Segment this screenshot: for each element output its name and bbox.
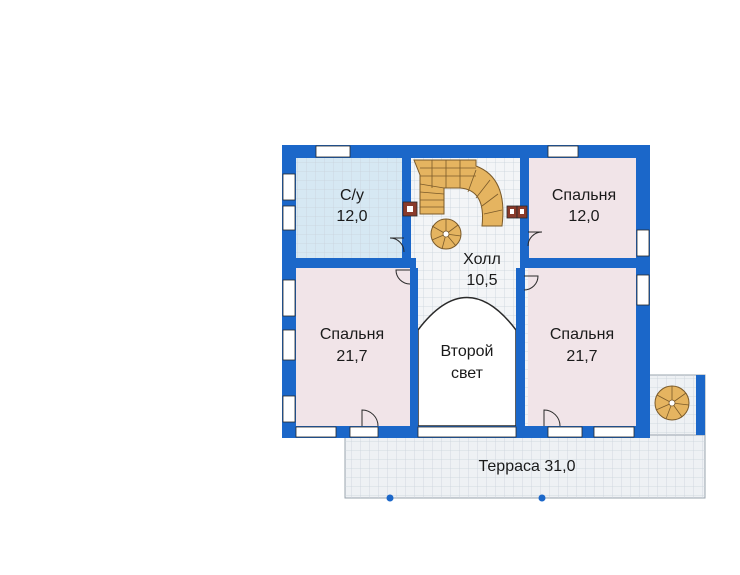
terrace-grid <box>345 433 705 498</box>
void-name: Второй <box>441 343 494 360</box>
window-west-1 <box>282 173 296 201</box>
window-west-5 <box>282 395 296 423</box>
door-bedroom-e-icon <box>523 275 539 291</box>
window-west-4 <box>282 329 296 361</box>
door-terrace-e-icon <box>543 409 561 427</box>
terrace-post-right <box>538 494 546 502</box>
door-bedroom-ne-icon <box>527 231 543 247</box>
main-staircase <box>413 159 504 250</box>
window-east-2 <box>636 274 650 306</box>
chimney-west-flue <box>407 206 413 212</box>
window-south-1 <box>295 426 337 438</box>
windows <box>282 145 650 438</box>
bedroom-e-area: 21,7 <box>566 348 597 365</box>
window-south-2 <box>349 426 379 438</box>
chimneys <box>402 201 528 219</box>
window-south-void <box>417 426 517 438</box>
window-east-1 <box>636 229 650 257</box>
hall-area: 10,5 <box>466 272 497 289</box>
stair-flight <box>413 159 504 227</box>
wall-void-west <box>410 268 418 438</box>
bath-name: С/у <box>340 187 364 204</box>
bath-area: 12,0 <box>336 208 367 225</box>
wall-terrace-side <box>696 375 705 435</box>
hall-name: Холл <box>463 251 501 268</box>
bedroom-ne-area: 12,0 <box>568 208 599 225</box>
spiral-stair-core <box>442 230 450 238</box>
bedroom-w-floor <box>296 268 410 426</box>
bedroom-e-name: Спальня <box>550 326 614 343</box>
wall-mid-east <box>520 258 636 268</box>
void-opening <box>417 296 517 427</box>
terrace-label: Терраса 31,0 <box>479 458 576 475</box>
void-name-2: свет <box>451 365 484 382</box>
window-north-bath <box>315 145 351 158</box>
window-west-3 <box>282 279 296 317</box>
wall-mid-west <box>296 258 416 268</box>
window-south-3 <box>547 426 583 438</box>
bedroom-e-floor <box>528 268 636 426</box>
bedroom-w-area: 21,7 <box>336 348 367 365</box>
doors <box>361 231 561 427</box>
door-bath-icon <box>389 237 405 253</box>
stair-treads <box>419 160 503 215</box>
door-terrace-w-icon <box>361 409 379 427</box>
chimney-east-flue-1 <box>510 209 514 214</box>
door-bedroom-w-icon <box>395 269 411 285</box>
window-north-bedroom <box>547 145 579 158</box>
terrace-post-left <box>386 494 394 502</box>
bedroom-ne-name: Спальня <box>552 187 616 204</box>
terrace <box>344 374 706 502</box>
bedroom-ne-floor <box>528 158 636 258</box>
window-west-2 <box>282 205 296 231</box>
bedroom-w-name: Спальня <box>320 326 384 343</box>
window-south-4 <box>593 426 635 438</box>
chimney-east-flue-2 <box>520 209 524 214</box>
terrace-spiral-staircase <box>654 385 690 421</box>
wall-void-east <box>516 268 525 438</box>
bath-grid <box>296 158 404 258</box>
